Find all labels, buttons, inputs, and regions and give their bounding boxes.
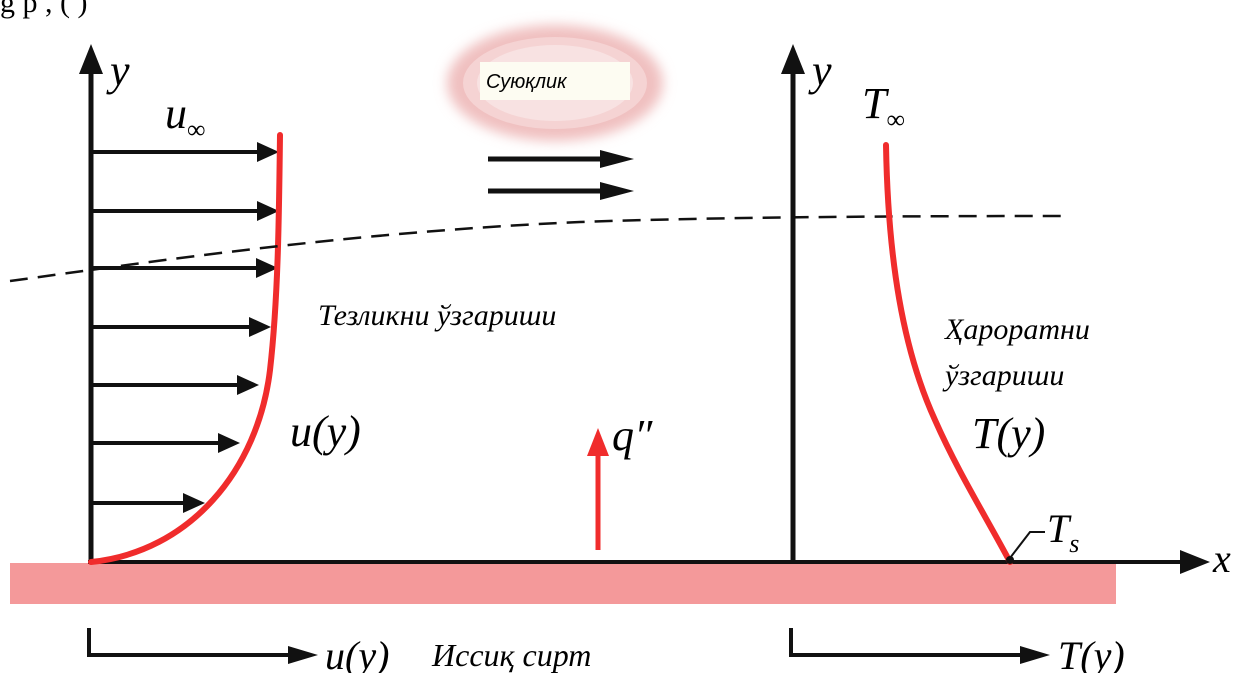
u-y-bottom-label: u(y) <box>325 633 389 673</box>
velocity-arrowhead-7 <box>183 493 205 513</box>
velocity-arrowhead-3 <box>256 258 278 278</box>
velocity-arrowhead-1 <box>257 142 279 162</box>
x-axis-label: x <box>1212 536 1231 581</box>
t-bottom-bracket-arrow <box>789 628 1024 657</box>
left-y-axis-label: y <box>106 46 130 95</box>
temperature-profile-curve <box>883 142 1013 565</box>
temperature-change-label-line2: ўзгариши <box>942 359 1064 392</box>
t-y-bottom-label: T(y) <box>1058 633 1125 673</box>
top-text-fragment: g p , ( ) <box>0 0 88 19</box>
t-infinity-label: T∞ <box>862 79 905 134</box>
surface-temperature-point <box>1006 556 1014 564</box>
fluid-label: Суюқлик <box>486 71 568 93</box>
velocity-arrows <box>91 142 279 513</box>
velocity-arrowhead-4 <box>249 317 271 337</box>
velocity-change-label: Тезликни ўзгариши <box>318 299 556 332</box>
heat-flux-arrowhead <box>587 428 609 456</box>
temperature-change-label-line1: Ҳароратни <box>944 313 1090 346</box>
hot-surface-slab <box>10 563 1116 604</box>
flow-arrow-2-head <box>600 182 634 200</box>
t-bottom-arrowhead <box>1020 646 1050 664</box>
ts-leader-line <box>1009 531 1045 559</box>
velocity-arrowhead-2 <box>257 201 279 221</box>
right-y-axis-arrowhead <box>781 44 805 74</box>
u-infinity-label: u∞ <box>165 89 206 144</box>
t-s-label: Ts <box>1047 506 1079 558</box>
heat-flux-label: q″ <box>612 411 653 460</box>
u-bottom-arrowhead <box>288 646 318 664</box>
u-bottom-bracket-arrow <box>87 628 292 657</box>
x-axis-arrowhead <box>1180 550 1210 574</box>
t-y-curve-label: T(y) <box>972 409 1045 458</box>
velocity-arrowhead-6 <box>218 433 240 453</box>
boundary-layer-edge-dashed <box>9 214 1071 283</box>
flow-arrow-1-head <box>600 150 634 168</box>
fluid-cloud <box>447 25 663 141</box>
u-y-curve-label: u(y) <box>290 407 361 456</box>
velocity-arrowhead-5 <box>237 375 259 395</box>
velocity-profile-curve <box>88 132 283 565</box>
left-y-axis-arrowhead <box>79 44 103 74</box>
right-y-axis-label: y <box>808 46 832 95</box>
hot-surface-label: Иссиқ сирт <box>431 637 591 673</box>
